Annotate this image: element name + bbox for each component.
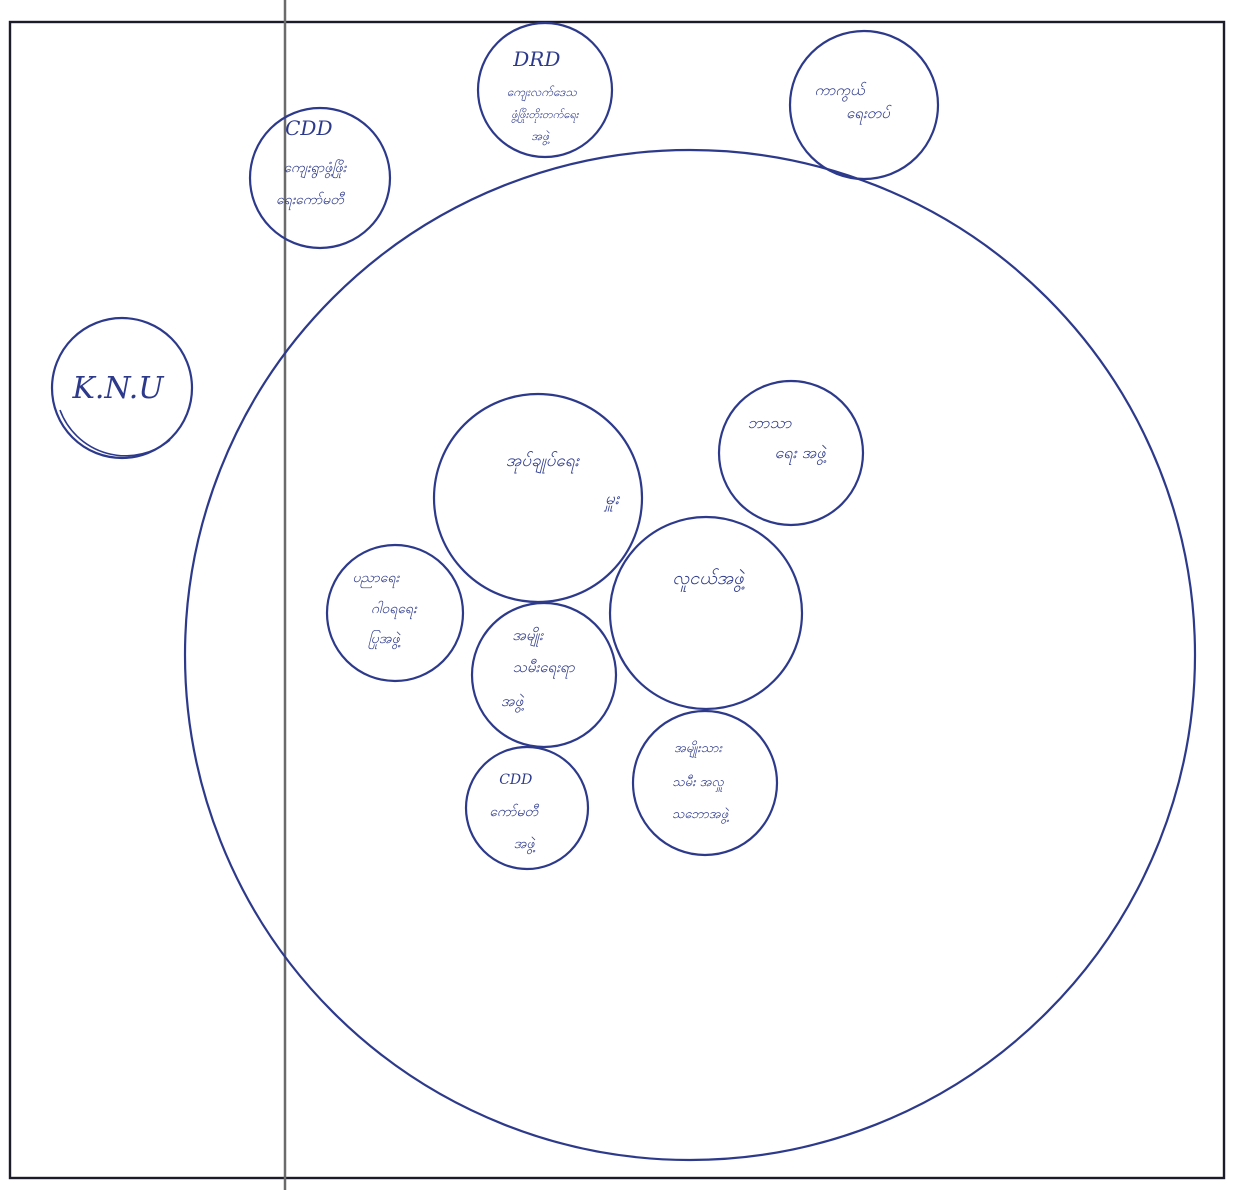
mothers-line-3: သဘောအဖွဲ့	[672, 807, 730, 824]
svg-text:အမျိုး သမီးရေးရာ အ: အမျိုး သမီးရေးရာ အဖွဲ့	[501, 626, 580, 713]
cdd-committee-line-2: ကော်မတီ	[489, 803, 539, 820]
cdd-village-node: CDD ကျေးရွာဖွံ့ဖြိုး ရေးကော်မတီ	[248, 106, 392, 250]
drd-node: DRD ကျေးလက်ဒေသ ဖွံ့ဖြိုးတိုးတက်ရေး အဖွဲ့	[476, 21, 614, 159]
knu-label: K.N.U	[71, 371, 165, 406]
svg-text:ပညာရေး ဂါဝရရေး ပြု: ပညာရေး ဂါဝရရေး ပြုအဖွဲ့	[353, 570, 421, 650]
village-admin-node: အုပ်ချုပ်ရေး မှူး	[432, 392, 644, 604]
education-node: ပညာရေး ဂါဝရရေး ပြုအဖွဲ့	[325, 543, 465, 683]
army-line-1: ကာကွယ်	[815, 81, 867, 102]
svg-text:CDD ကျေးရွာဖွံ့ဖြိုး: CDD ကျေးရွာဖွံ့ဖြိုး ရေးကော်မတီ	[276, 116, 353, 211]
mothers-node: အမျိုးသား သမီး အလှူ သဘောအဖွဲ့	[631, 709, 779, 857]
education-line-1: ပညာရေး	[353, 570, 401, 589]
svg-text:ကာကွယ် ရေးတပ်: ကာကွယ် ရေးတပ်	[815, 81, 892, 125]
religion-line-2: ရေး အဖွဲ့	[775, 443, 827, 466]
mothers-line-2: သမီး အလှူ	[672, 774, 724, 792]
cdd-committee-node: CDD ကော်မတီ အဖွဲ့	[464, 745, 590, 871]
paper-frame	[8, 20, 1226, 1180]
village-admin-line-1: အုပ်ချုပ်ရေး	[506, 451, 581, 474]
drd-line-3: ဖွံ့ဖြိုးတိုးတက်ရေး	[511, 107, 580, 123]
community-circle	[183, 148, 1197, 1162]
religion-node: ဘာသာ ရေး အဖွဲ့	[717, 379, 865, 527]
youth-line-1: လူငယ်အဖွဲ့	[672, 568, 745, 592]
svg-text:K.N.U: K.N.U	[71, 371, 165, 406]
women-line-3: အဖွဲ့	[501, 692, 525, 713]
women-node: အမျိုး သမီးရေးရာ အဖွဲ့	[470, 601, 618, 749]
cdd-committee-line-3: အဖွဲ့	[514, 836, 536, 855]
education-line-2: ဂါဝရရေး	[371, 600, 418, 620]
youth-node: လူငယ်အဖွဲ့	[608, 515, 804, 711]
svg-text:CDD ကော်မတီ အဖွဲ့: CDD ကော်မတီ အဖွဲ့	[489, 772, 542, 855]
village-admin-line-2: မှူး	[604, 489, 621, 512]
army-line-2: ရေးတပ်	[846, 104, 892, 125]
svg-text:အမျိုးသား သမီး အလှူ: အမျိုးသား သမီး အလှူ သဘောအဖွဲ့	[672, 740, 730, 824]
knu-node: K.N.U	[50, 316, 194, 460]
religion-line-1: ဘာသာ	[747, 413, 791, 432]
svg-text:DRD ကျေးလက်ဒေသ ဖွံ: DRD ကျေးလက်ဒေသ ဖွံ့ဖြိုးတိုးတက်ရေး အဖွဲ့	[507, 47, 585, 146]
education-line-3: ပြုအဖွဲ့	[368, 629, 401, 650]
drd-line-4: အဖွဲ့	[531, 129, 550, 146]
army-node: ကာကွယ် ရေးတပ်	[788, 29, 940, 181]
drd-line-1: DRD	[512, 47, 560, 71]
cdd-village-line-2: ကျေးရွာဖွံ့ဖြိုး	[283, 158, 347, 179]
mothers-line-1: အမျိုးသား	[674, 740, 723, 758]
svg-text:လူငယ်အဖွဲ့: လူငယ်အဖွဲ့	[672, 568, 745, 592]
cdd-village-line-3: ရေးကော်မတီ	[276, 191, 345, 211]
cdd-village-line-1: CDD	[285, 116, 332, 140]
women-line-1: အမျိုး	[512, 626, 544, 647]
women-line-2: သမီးရေးရာ	[512, 658, 575, 679]
drd-line-2: ကျေးလက်ဒေသ	[507, 85, 578, 102]
svg-text:ဘာသာ ရေး အဖွဲ့: ဘာသာ ရေး အဖွဲ့	[747, 413, 827, 466]
cdd-committee-line-1: CDD	[499, 772, 532, 788]
svg-text:အုပ်ချုပ်ရေး မှူး: အုပ်ချုပ်ရေး မှူး	[506, 451, 621, 512]
